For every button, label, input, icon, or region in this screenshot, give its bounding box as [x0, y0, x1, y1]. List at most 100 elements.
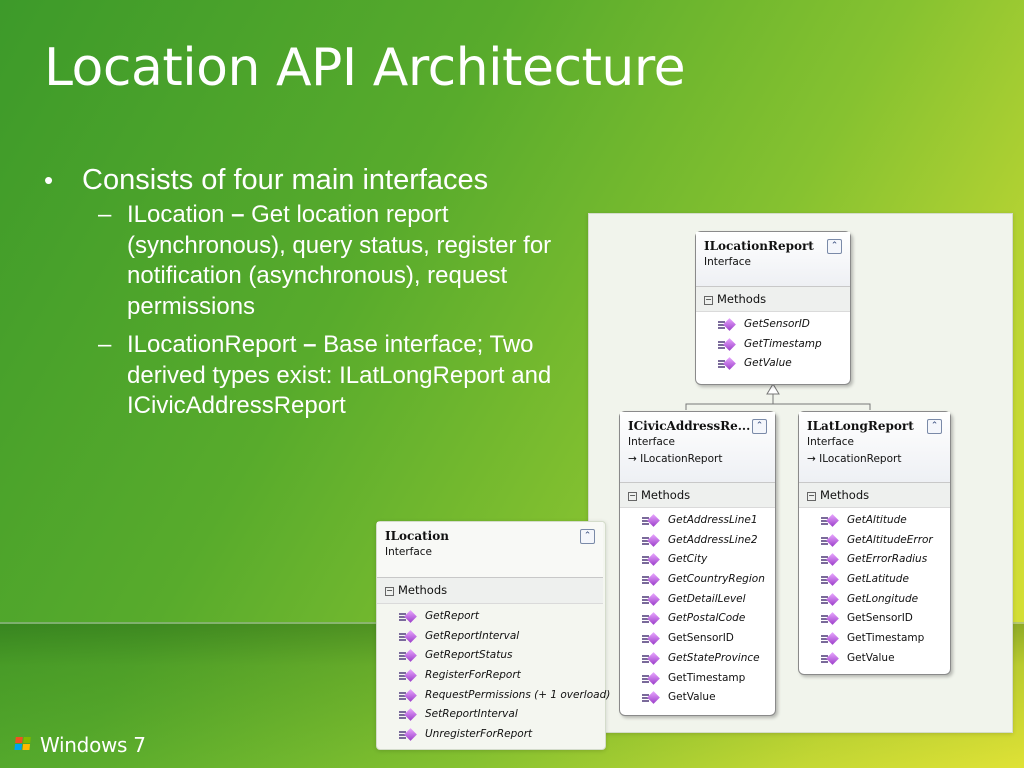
method-icon	[821, 555, 839, 565]
method-item[interactable]: GetErrorRadius	[799, 550, 950, 570]
method-name: GetAltitude	[847, 514, 907, 526]
bullet-main: Consists of four main interfaces	[44, 162, 574, 198]
method-name: GetTimestamp	[668, 671, 746, 684]
method-item[interactable]: GetValue	[696, 354, 850, 374]
method-item[interactable]: GetReportInterval	[377, 627, 603, 647]
method-item[interactable]: GetAddressLine2	[620, 531, 775, 551]
class-name: ICivicAddressRe...	[628, 419, 751, 433]
method-item[interactable]: GetAltitude	[799, 511, 950, 531]
class-kind: Interface	[807, 436, 855, 448]
method-item[interactable]: GetSensorID	[799, 609, 950, 629]
class-name: ILocation	[385, 529, 449, 543]
ilocation-panel: ILocation Interface ⌃ −Methods GetReport…	[376, 521, 610, 750]
collapse-icon[interactable]: ⌃	[580, 529, 595, 544]
method-name: GetAddressLine1	[668, 514, 758, 526]
uml-class-ilatlongreport[interactable]: ILatLongReport Interface → ILocationRepo…	[798, 411, 951, 675]
uml-class-header: ICivicAddressRe... Interface → ILocation…	[620, 412, 775, 483]
collapse-icon[interactable]: ⌃	[927, 419, 942, 434]
methods-section-header[interactable]: −Methods	[696, 287, 850, 312]
method-icon	[399, 651, 417, 661]
method-icon	[399, 671, 417, 681]
method-item[interactable]: GetTimestamp	[799, 629, 950, 649]
collapse-icon[interactable]: ⌃	[827, 239, 842, 254]
windows-flag-icon	[14, 737, 33, 752]
flag-quadrant	[23, 737, 31, 743]
class-name: ILatLongReport	[807, 419, 914, 433]
method-item[interactable]: GetStateProvince	[620, 649, 775, 669]
method-item[interactable]: GetAddressLine1	[620, 511, 775, 531]
method-icon	[821, 614, 839, 624]
method-icon	[718, 340, 736, 350]
sub-bullet-ilocation: – ILocation – Get location report (synch…	[98, 200, 574, 322]
method-name: GetErrorRadius	[847, 553, 928, 566]
method-name: GetAltitudeError	[847, 533, 933, 546]
method-item[interactable]: RequestPermissions (+ 1 overload)	[377, 686, 610, 706]
method-item[interactable]: GetLatitude	[799, 570, 950, 590]
method-name: GetTimestamp	[847, 632, 925, 645]
method-name: GetCountryRegion	[668, 573, 765, 586]
method-item[interactable]: GetAltitudeError	[799, 531, 950, 551]
method-icon	[642, 693, 660, 703]
logo-text: Windows 7	[40, 733, 146, 757]
method-icon	[399, 730, 417, 740]
method-name: GetSensorID	[668, 632, 734, 645]
method-icon	[821, 536, 839, 546]
method-name: GetCity	[668, 553, 708, 566]
flag-quadrant	[14, 744, 23, 750]
method-icon	[399, 710, 417, 720]
method-name: UnregisterForReport	[425, 728, 533, 741]
method-name: GetReportInterval	[425, 629, 520, 642]
method-icon	[642, 536, 660, 546]
method-item[interactable]: GetTimestamp	[620, 669, 775, 689]
method-name: GetReport	[425, 610, 479, 622]
method-item[interactable]: SetReportInterval	[377, 705, 603, 725]
methods-section-header[interactable]: −Methods	[377, 578, 603, 604]
method-name: GetLongitude	[847, 592, 919, 605]
method-item[interactable]: GetLongitude	[799, 590, 950, 610]
flag-quadrant	[22, 744, 31, 750]
method-icon	[821, 595, 839, 605]
collapse-icon[interactable]: ⌃	[752, 419, 767, 434]
uml-class-icivicaddressreport[interactable]: ICivicAddressRe... Interface → ILocation…	[619, 411, 776, 716]
class-name: ILocationReport	[704, 239, 814, 253]
method-item[interactable]: RegisterForReport	[377, 666, 603, 686]
method-item[interactable]: GetDetailLevel	[620, 590, 775, 610]
method-item[interactable]: GetPostalCode	[620, 609, 775, 629]
method-icon	[821, 516, 839, 526]
method-item[interactable]: GetCountryRegion	[620, 570, 775, 590]
sub-bullet-separator: –	[303, 331, 317, 358]
method-item[interactable]: GetReportStatus	[377, 646, 603, 666]
method-item[interactable]: GetSensorID	[696, 315, 850, 335]
methods-section-header[interactable]: −Methods	[620, 483, 775, 508]
method-name: GetStateProvince	[668, 651, 760, 664]
sub-bullet-ilocationreport: – ILocationReport – Base interface; Two …	[98, 330, 574, 422]
uml-class-ilocation[interactable]: ILocation Interface ⌃ −Methods GetReport…	[377, 522, 610, 747]
method-item[interactable]: GetValue	[799, 649, 950, 669]
method-item[interactable]: GetReport	[377, 607, 603, 627]
method-item[interactable]: GetCity	[620, 550, 775, 570]
method-icon	[642, 674, 660, 684]
dash-marker: –	[98, 201, 112, 228]
dash-marker: –	[98, 331, 112, 358]
method-icon	[642, 595, 660, 605]
method-icon	[642, 654, 660, 664]
method-item[interactable]: GetSensorID	[620, 629, 775, 649]
base-interface: → ILocationReport	[807, 453, 902, 465]
method-item[interactable]: GetTimestamp	[696, 335, 850, 355]
method-item[interactable]: UnregisterForReport	[377, 725, 603, 745]
method-icon	[642, 555, 660, 565]
method-icon	[821, 654, 839, 664]
class-kind: Interface	[704, 256, 752, 268]
section-label: Methods	[820, 488, 870, 502]
method-icon	[821, 634, 839, 644]
method-item[interactable]: GetValue	[620, 688, 775, 708]
method-name: GetSensorID	[744, 318, 810, 330]
collapse-box-icon: −	[385, 586, 394, 596]
methods-section-header[interactable]: −Methods	[799, 483, 950, 508]
uml-class-ilocationreport[interactable]: ILocationReport Interface ⌃ −Methods Get…	[695, 231, 851, 385]
collapse-box-icon: −	[704, 295, 713, 305]
class-kind: Interface	[385, 546, 433, 558]
